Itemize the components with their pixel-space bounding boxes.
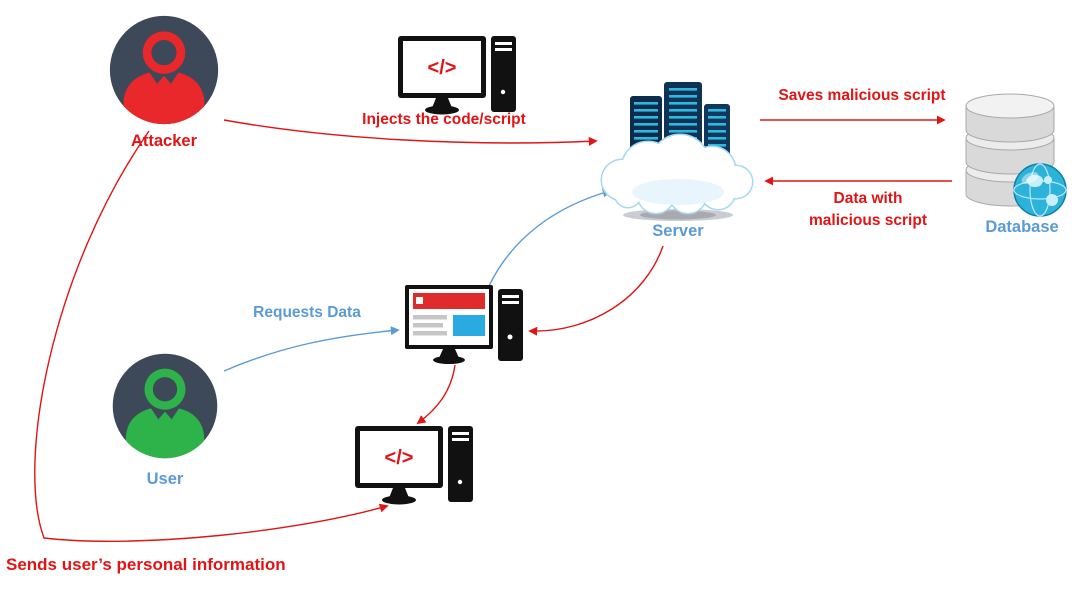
database-node xyxy=(960,92,1068,218)
code-monitor-icon: </> xyxy=(355,426,473,505)
user-avatar-icon xyxy=(112,353,218,459)
server-label: Server xyxy=(652,222,704,240)
pc-tower xyxy=(491,36,516,112)
edge-request-user-to-pc-line xyxy=(223,326,400,372)
globe-icon xyxy=(1013,163,1067,217)
edge-saves-label: Saves malicious script xyxy=(778,87,946,104)
monitor-screen xyxy=(403,41,481,93)
monitor-screen xyxy=(360,431,438,483)
edge-returns-label-line1: Data with xyxy=(833,190,903,207)
user-label: User xyxy=(146,470,184,488)
server-cloud-icon xyxy=(600,82,754,221)
attacker-avatar-icon xyxy=(109,15,219,125)
database-icon xyxy=(965,93,1067,217)
server-node xyxy=(600,74,756,222)
edge-returns-label-line2: malicious script xyxy=(808,212,927,230)
webpage-header-bar xyxy=(413,293,485,309)
edge-request-pc-to-server-line xyxy=(488,188,612,287)
browser-monitor-icon xyxy=(405,285,523,364)
database-label: Database xyxy=(985,218,1059,236)
webpage-media-box xyxy=(453,315,485,336)
attacker-pc-node: </> xyxy=(398,34,516,116)
edge-response-server-to-pc-line xyxy=(528,245,664,336)
victim-pc-node: </> xyxy=(355,424,473,506)
user-node xyxy=(109,350,221,462)
edge-sends-label: Sends user’s personal information xyxy=(6,555,286,574)
edge-pc-to-script-pc-line xyxy=(416,364,456,425)
edge-requests-label: Requests Data xyxy=(253,304,361,321)
pc-tower xyxy=(498,289,523,361)
code-glyph: </> xyxy=(428,57,457,79)
pc-tower xyxy=(448,426,473,502)
attacker-label: Attacker xyxy=(130,132,198,150)
code-glyph: </> xyxy=(385,447,414,469)
edge-sends-line xyxy=(34,130,389,542)
browser-pc-node xyxy=(405,285,523,367)
code-monitor-icon: </> xyxy=(398,36,516,115)
attacker-node xyxy=(106,12,222,128)
edge-returns-label: Data with malicious script xyxy=(788,188,948,233)
edge-injects-line xyxy=(223,119,598,146)
